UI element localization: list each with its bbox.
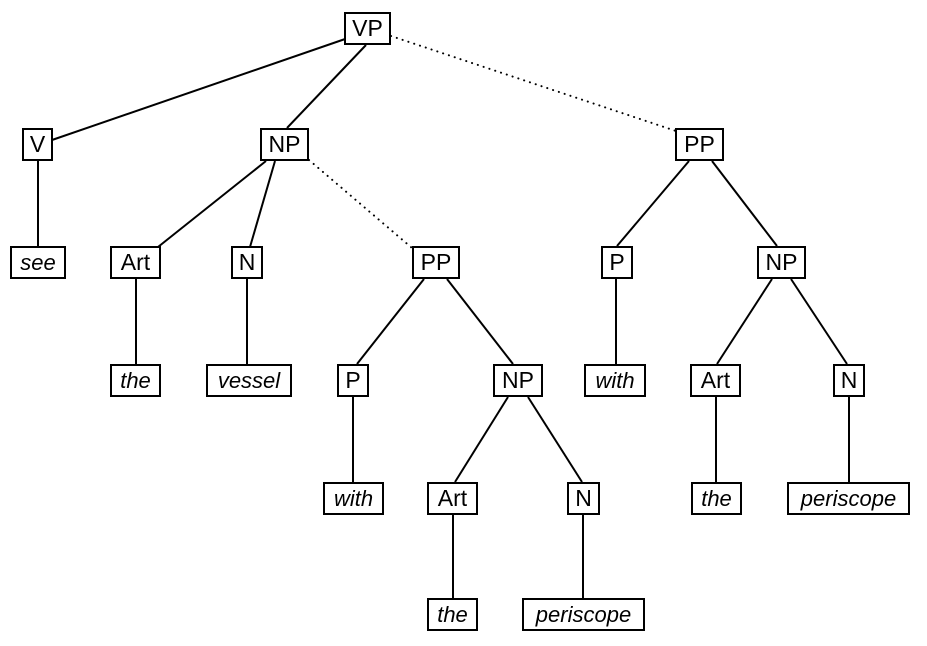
tree-node-p_right[interactable]: P <box>601 246 633 279</box>
tree-node-pp_right[interactable]: PP <box>675 128 724 161</box>
tree-edge-pp_mid-to-p_mid <box>356 278 425 365</box>
tree-node-see[interactable]: see <box>10 246 66 279</box>
tree-node-label: V <box>29 131 46 157</box>
tree-node-label: Art <box>437 485 468 511</box>
tree-node-label: N <box>575 485 592 511</box>
tree-node-the1[interactable]: the <box>110 364 161 397</box>
tree-edge-vp-to-v <box>51 37 349 141</box>
tree-node-n_mid[interactable]: N <box>567 482 600 515</box>
tree-node-label: P <box>609 249 625 275</box>
tree-node-with_right[interactable]: with <box>584 364 646 397</box>
tree-node-v[interactable]: V <box>22 128 53 161</box>
tree-node-label: Art <box>120 249 151 275</box>
tree-edge-np1-to-pp_mid <box>308 159 413 249</box>
tree-edge-pp_mid-to-np_mid <box>446 278 514 365</box>
tree-node-label: see <box>20 249 56 275</box>
tree-node-label: the <box>120 367 151 393</box>
tree-node-np_mid[interactable]: NP <box>493 364 543 397</box>
tree-node-label: P <box>345 367 361 393</box>
tree-edge-np_right-to-n_right <box>790 278 848 365</box>
tree-edge-np_mid-to-n_mid <box>527 396 583 483</box>
tree-node-label: PP <box>684 131 715 157</box>
tree-node-label: the <box>701 485 732 511</box>
tree-node-label: NP <box>765 249 798 275</box>
tree-node-periscope_m[interactable]: periscope <box>522 598 645 631</box>
tree-node-vessel[interactable]: vessel <box>206 364 292 397</box>
tree-node-label: NP <box>268 131 301 157</box>
tree-node-art_mid[interactable]: Art <box>427 482 478 515</box>
tree-node-label: N <box>238 249 256 275</box>
tree-node-periscope_r[interactable]: periscope <box>787 482 910 515</box>
tree-node-label: with <box>333 485 374 511</box>
tree-node-art1[interactable]: Art <box>110 246 161 279</box>
tree-node-label: the <box>437 601 468 627</box>
tree-node-pp_mid[interactable]: PP <box>412 246 460 279</box>
tree-node-label: VP <box>352 15 383 41</box>
tree-node-vp[interactable]: VP <box>344 12 391 45</box>
tree-node-label: periscope <box>800 485 897 511</box>
tree-node-np_right[interactable]: NP <box>757 246 806 279</box>
tree-node-label: NP <box>502 367 534 393</box>
tree-edge-np_right-to-art_right <box>716 278 773 365</box>
tree-node-n_right[interactable]: N <box>833 364 865 397</box>
tree-edge-np1-to-art1 <box>157 160 267 248</box>
tree-edge-pp_right-to-np_right <box>711 160 778 247</box>
tree-edge-np1-to-n1 <box>249 160 276 248</box>
tree-node-art_right[interactable]: Art <box>690 364 741 397</box>
tree-node-label: vessel <box>217 367 281 393</box>
tree-node-with_mid[interactable]: with <box>323 482 384 515</box>
tree-node-p_mid[interactable]: P <box>337 364 369 397</box>
tree-node-the_right[interactable]: the <box>691 482 742 515</box>
tree-node-label: N <box>840 367 858 393</box>
tree-edge-vp-to-pp_right <box>390 35 677 132</box>
tree-node-the_mid[interactable]: the <box>427 598 478 631</box>
tree-node-n1[interactable]: N <box>231 246 263 279</box>
tree-node-label: PP <box>420 249 452 275</box>
tree-edge-pp_right-to-p_right <box>616 160 690 247</box>
tree-node-np1[interactable]: NP <box>260 128 309 161</box>
tree-edge-vp-to-np1 <box>286 44 367 129</box>
tree-node-label: Art <box>700 367 731 393</box>
tree-edge-np_mid-to-art_mid <box>454 396 509 483</box>
tree-node-label: periscope <box>535 601 632 627</box>
tree-node-label: with <box>595 367 635 393</box>
